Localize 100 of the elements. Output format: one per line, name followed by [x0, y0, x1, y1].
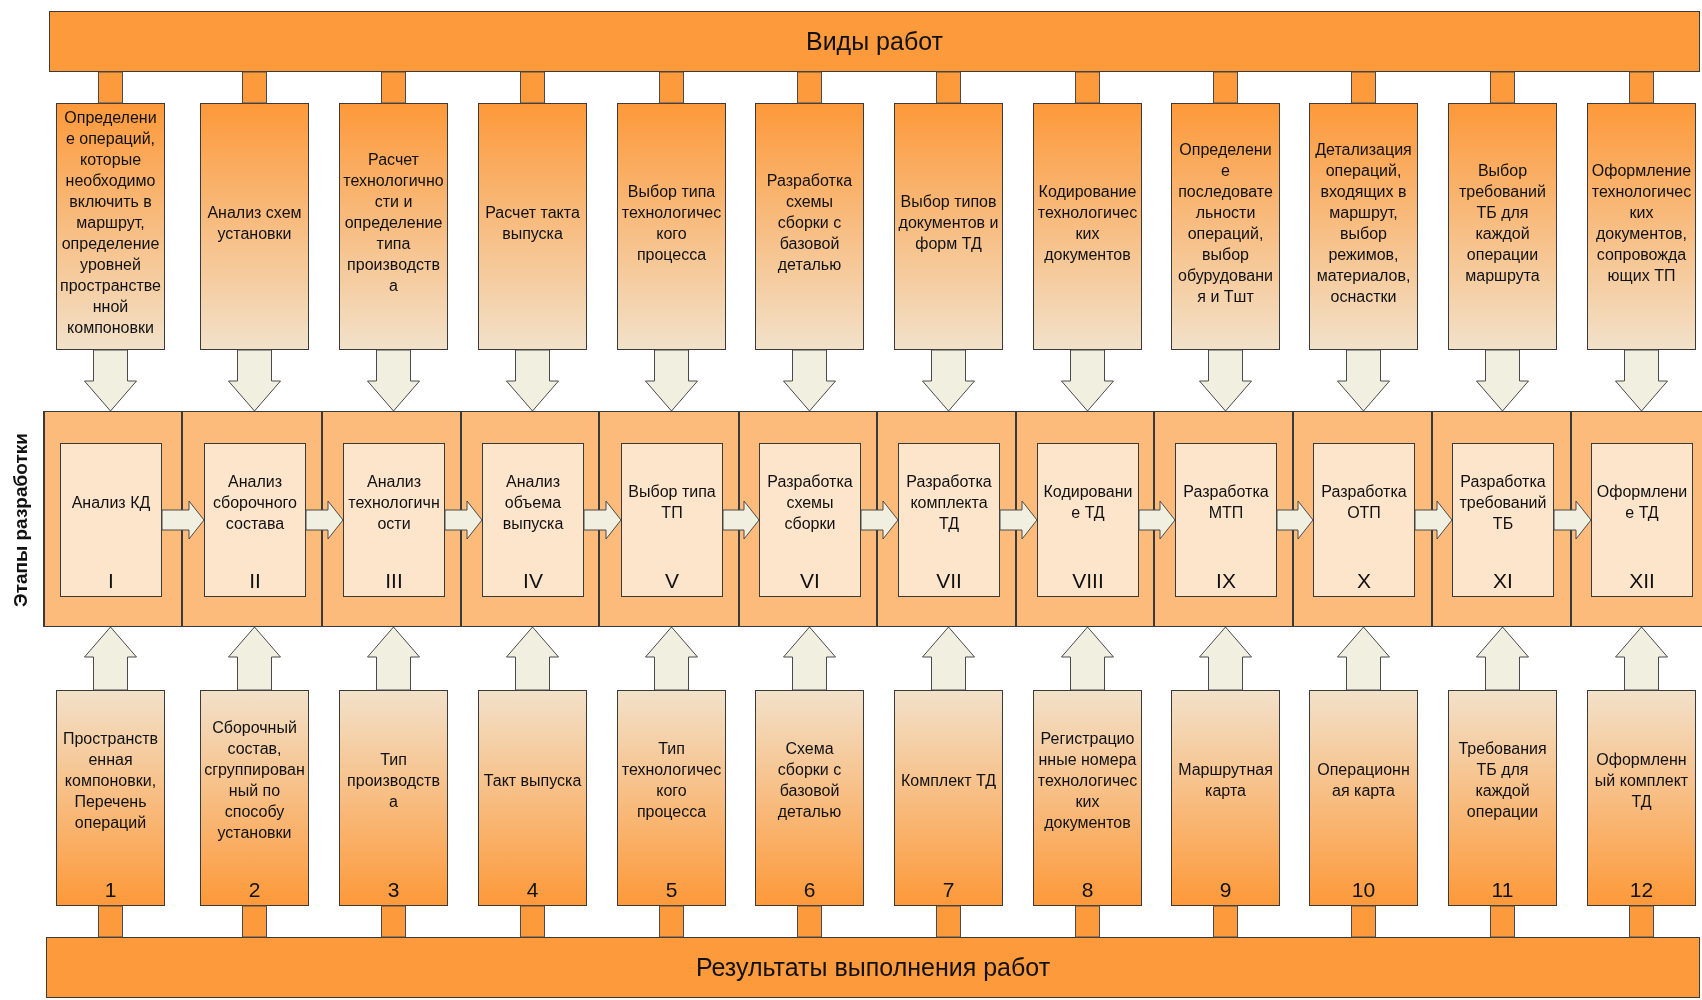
stage-numeral: V	[664, 568, 680, 594]
block-arrow	[922, 626, 975, 691]
box-label: Анализ сборочного состава	[212, 471, 298, 534]
stage-cell	[1016, 411, 1154, 627]
box-label: Анализ технологичности	[347, 471, 441, 534]
result-number: 5	[664, 877, 679, 903]
stage-box	[1313, 443, 1415, 597]
block-arrow	[1414, 500, 1453, 540]
box-label: Разработка ОТП	[1320, 482, 1408, 523]
box-label: Операционная карта	[1316, 760, 1411, 801]
box-label: Расчет такта выпуска	[484, 202, 581, 244]
box-label: Сборочный состав, сгруппированный по способу установки	[204, 718, 305, 843]
connector-stub	[1213, 905, 1238, 938]
block-arrow	[999, 500, 1038, 540]
block-arrow	[1061, 349, 1114, 412]
stage-cell	[599, 411, 739, 627]
connector-stub	[381, 905, 406, 938]
stage-box	[1452, 443, 1554, 597]
block-arrow	[860, 500, 899, 540]
result-number: 8	[1080, 877, 1095, 903]
block-arrow	[1615, 626, 1668, 691]
work-type-box	[478, 103, 587, 350]
box-label: Кодирование технологических документов	[1037, 181, 1138, 265]
stage-numeral: VII	[935, 568, 963, 594]
stage-box	[1175, 443, 1277, 597]
stage-cell	[1293, 411, 1432, 627]
stage-cell	[877, 411, 1016, 627]
box-label: Оформление ТД	[1595, 482, 1689, 523]
connector-stub	[381, 71, 406, 104]
stage-numeral: VIII	[1071, 568, 1105, 594]
result-box	[339, 690, 448, 906]
result-box	[56, 690, 165, 906]
stage-numeral: X	[1356, 568, 1372, 594]
connector-stub	[659, 905, 684, 938]
work-type-box	[339, 103, 448, 350]
stage-numeral: IV	[522, 568, 544, 594]
connector-stub	[98, 71, 123, 104]
stage-box	[60, 443, 162, 597]
stage-cell	[1432, 411, 1571, 627]
stage-box	[621, 443, 723, 597]
block-arrow	[506, 349, 559, 412]
result-box	[617, 690, 726, 906]
result-number: 7	[941, 877, 956, 903]
block-arrow	[84, 349, 137, 412]
box-label: Выбор типов документов и форм ТД	[898, 192, 999, 254]
connector-stub	[1351, 905, 1376, 938]
connector-stub	[1213, 71, 1238, 104]
work-type-box	[894, 103, 1003, 350]
connector-stub	[797, 71, 822, 104]
result-box	[1033, 690, 1142, 906]
connector-stub	[936, 905, 961, 938]
result-box	[1448, 690, 1557, 906]
block-arrow	[783, 349, 836, 412]
box-label: Разработка требований ТБ	[1458, 471, 1548, 534]
work-type-box	[617, 103, 726, 350]
result-box	[1171, 690, 1280, 906]
stage-numeral: XII	[1628, 568, 1656, 594]
result-number: 12	[1628, 877, 1655, 903]
box-label: Анализ КД	[71, 492, 151, 513]
work-type-box	[1171, 103, 1280, 350]
result-box	[755, 690, 864, 906]
connector-stub	[242, 905, 267, 938]
work-type-box	[1448, 103, 1557, 350]
box-label: Кодирование ТД	[1042, 482, 1134, 523]
result-number: 11	[1490, 877, 1515, 903]
stage-numeral: IX	[1215, 568, 1237, 594]
band-heading: Этапы разработки	[10, 433, 32, 607]
connector-stub	[242, 71, 267, 104]
box-label: Требования ТБ для каждой операции	[1457, 739, 1548, 822]
stage-cell	[739, 411, 877, 627]
connector-stub	[936, 71, 961, 104]
box-label: Анализ схем установки	[206, 202, 303, 244]
work-type-box	[755, 103, 864, 350]
block-arrow	[1337, 349, 1390, 412]
stage-box	[482, 443, 584, 597]
block-arrow	[161, 500, 205, 540]
box-label: Разработка схемы сборки	[766, 471, 854, 534]
result-number: 6	[802, 877, 817, 903]
stage-box	[343, 443, 445, 597]
box-label: Маршрутная карта	[1177, 760, 1274, 801]
box-label: Определение операций, которые необходимо включить в маршрут, определение уровней пространственной компоновки	[60, 108, 161, 338]
result-box	[1587, 690, 1696, 906]
footer-bar	[46, 937, 1700, 998]
connector-stub	[1075, 905, 1100, 938]
block-arrow	[1199, 349, 1252, 412]
stage-numeral: II	[248, 568, 262, 594]
connector-stub	[1351, 71, 1376, 104]
stage-cell	[1154, 411, 1293, 627]
stage-box	[204, 443, 306, 597]
block-arrow	[1615, 349, 1668, 412]
result-number: 1	[103, 877, 118, 903]
box-label: Комплект ТД	[900, 770, 997, 791]
connector-stub	[1490, 71, 1515, 104]
box-label: Оформление технологических документов, сопровождающих ТП	[1591, 160, 1692, 286]
block-arrow	[722, 500, 760, 540]
result-number: 4	[525, 877, 540, 903]
box-label: Разработка МТП	[1182, 482, 1270, 523]
stage-box	[898, 443, 1000, 597]
result-number: 3	[386, 877, 401, 903]
stage-box	[1591, 443, 1693, 597]
